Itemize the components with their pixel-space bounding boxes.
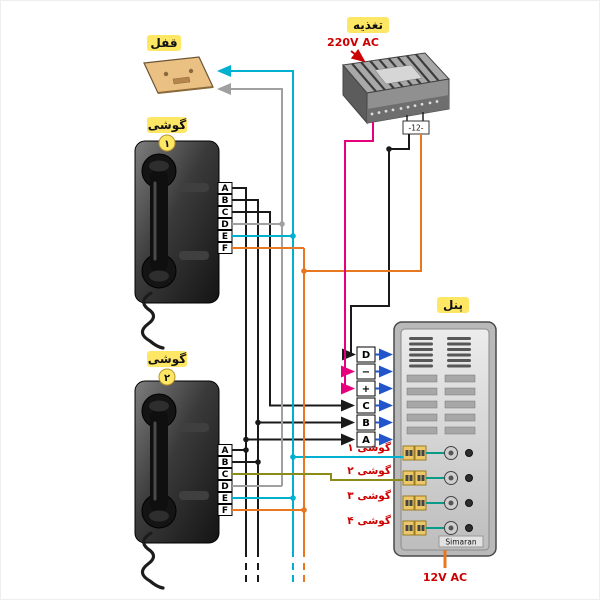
terminal-label: A [222, 446, 229, 456]
junction-label: − [362, 367, 370, 378]
terminal-label: D [221, 220, 228, 230]
panel-led-1 [465, 449, 473, 457]
panel-port-row-3 [402, 495, 473, 511]
brand-plate [438, 535, 484, 548]
wire-black-psu-feed [342, 134, 410, 361]
door-panel: Simaran [393, 321, 497, 557]
handset-1-label: گوشی [148, 118, 186, 133]
handset-1-number: ۱ [164, 139, 170, 150]
handset-1 [133, 139, 221, 350]
brand-text: Simaran [445, 538, 476, 547]
panel-label: پنل [443, 298, 463, 312]
terminal-label: A [222, 184, 229, 194]
terminal-label: C [222, 208, 229, 218]
panel-led-2 [465, 474, 473, 482]
handset-2-number: ۲ [164, 373, 170, 384]
panel-port-row-4 [402, 520, 473, 536]
terminal-block-handset-2: A B C D E F [217, 444, 233, 516]
terminal-label: F [222, 244, 228, 254]
wire-magenta-plus [341, 371, 355, 395]
wire-gray-lock-bus [217, 83, 283, 486]
labels-layer: قفل تغذيه 220V AC گوشی ۱ گوشی ۲ پنل گوشی… [147, 17, 469, 584]
handset-2 [133, 379, 221, 590]
junction-label: + [362, 384, 370, 395]
terminal-label: B [222, 196, 229, 206]
junction-label: B [362, 418, 370, 429]
psu-terminal-screws [370, 99, 439, 116]
wire-black-c-to-junction [232, 211, 355, 412]
port-label-1: گوشی ۱ [347, 441, 392, 454]
arrow-mains [350, 48, 366, 63]
mains-voltage-label: 220V AC [327, 36, 379, 49]
junction-terminal-column: D − + C B A [356, 346, 376, 448]
terminal-label: B [222, 458, 229, 468]
wire-black-b-bus [232, 199, 259, 557]
terminal-label: D [221, 482, 228, 492]
junction-label: A [362, 435, 370, 446]
wire-junction-dots [243, 146, 392, 513]
terminal-label: E [222, 232, 228, 242]
port-label-4: گوشی ۴ [347, 514, 392, 527]
port-label-3: گوشی ۳ [347, 489, 392, 502]
panel-name-plates [406, 374, 476, 435]
wire-magenta-minus [341, 122, 374, 378]
psu-output-connector [402, 120, 430, 135]
psu-output-label: -12- [409, 124, 424, 133]
panel-port-row-2 [402, 470, 473, 486]
terminal-label: C [222, 470, 229, 480]
wire-black-a-bus [232, 187, 247, 557]
power-supply-label: تغذيه [353, 18, 383, 32]
terminal-label: F [222, 506, 228, 516]
wire-olive-h2c-to-port2 [232, 473, 403, 481]
panel-speaker-grille [409, 337, 471, 368]
junction-label: C [362, 401, 369, 412]
terminal-block-handset-1: A B C D E F [217, 182, 233, 254]
terminal-label: E [222, 494, 228, 504]
panel-port-row-1 [402, 445, 473, 461]
handset-2-label: گوشی [148, 352, 186, 367]
port-label-2: گوشی ۲ [347, 464, 392, 477]
panel-led-4 [465, 524, 473, 532]
wire-cyan-lock-bus [217, 65, 294, 557]
panel-voltage-label: 12V AC [423, 571, 467, 584]
lock-label: قفل [150, 36, 177, 50]
wire-orange-psu-feed [304, 134, 422, 272]
junction-label: D [362, 350, 370, 361]
panel-led-3 [465, 499, 473, 507]
power-supply-unit: -12- [342, 52, 450, 135]
door-lock [143, 56, 214, 94]
